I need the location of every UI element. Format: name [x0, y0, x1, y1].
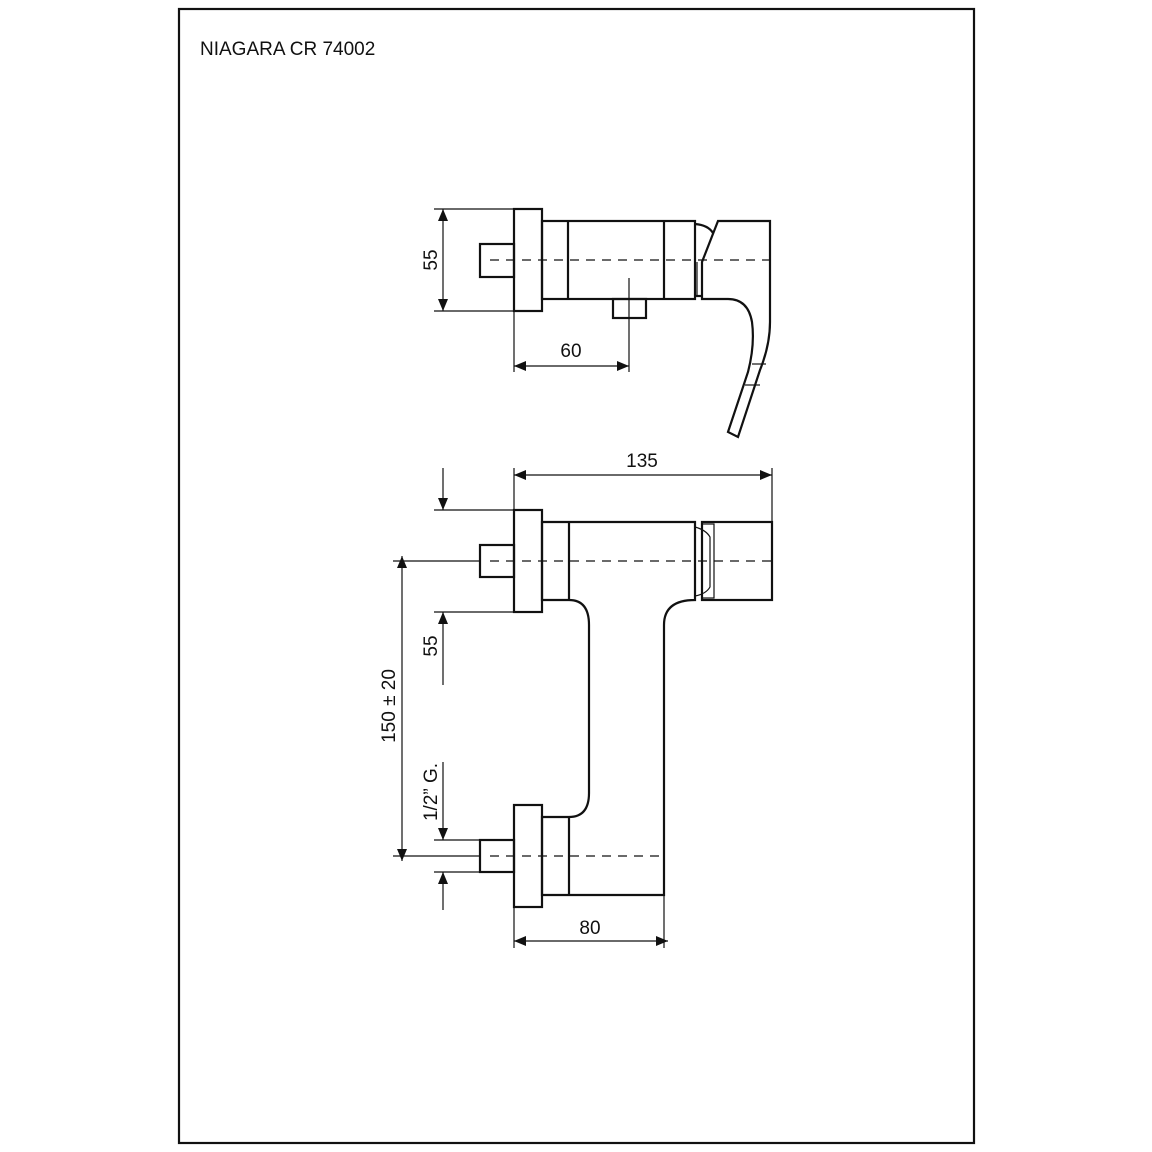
drawing-frame [177, 7, 976, 1145]
lever-handle [700, 219, 772, 439]
drawing-title: NIAGARA CR 74002 [200, 39, 375, 60]
dim-outlet-label: 60 [560, 341, 581, 362]
dim-spacing-label: 150 ± 20 [379, 669, 400, 743]
mixer-body [540, 520, 697, 897]
top-view: 55 60 [421, 207, 772, 439]
dim-depth-label: 80 [579, 918, 600, 939]
front-view: 135 55 150 ± 20 1/2” G. 80 [379, 451, 774, 948]
dim-width-label: 135 [626, 451, 658, 472]
dim-thread-label: 1/2” G. [421, 763, 442, 821]
dim-flange-label: 55 [421, 635, 442, 656]
dim-height-label: 55 [421, 249, 442, 270]
